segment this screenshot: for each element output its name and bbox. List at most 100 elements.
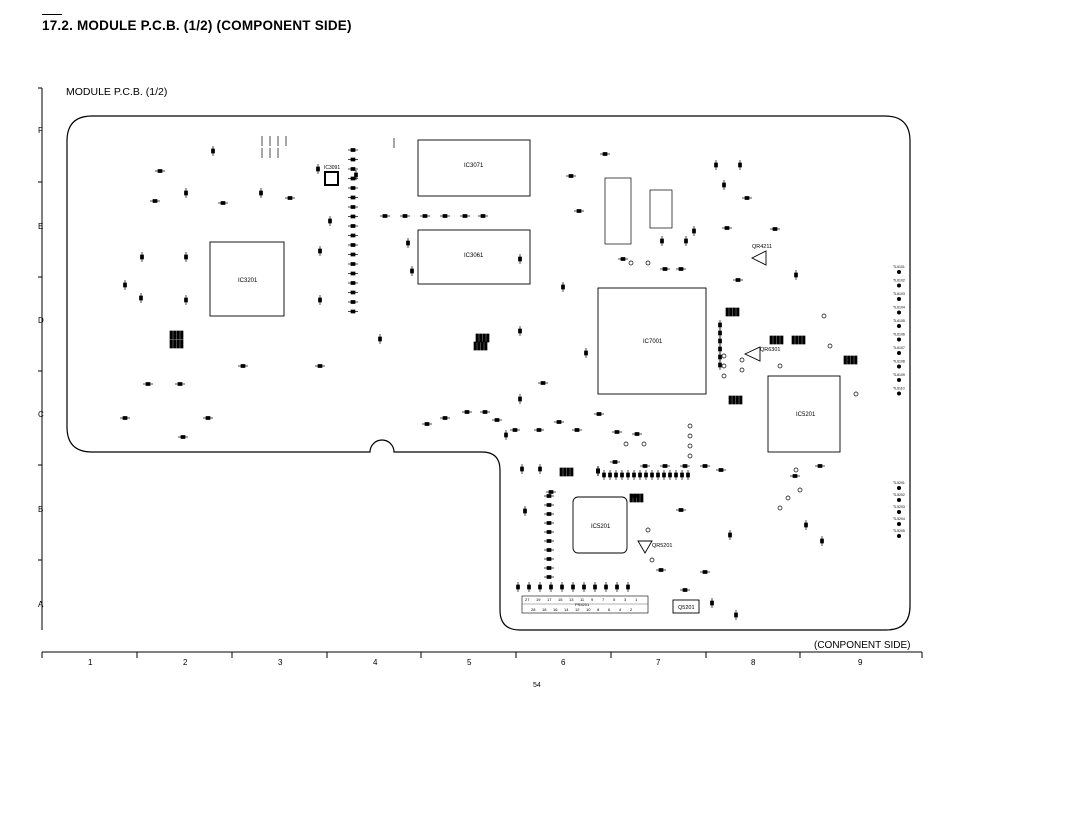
- resistor-array-pin: [636, 493, 640, 503]
- component-mark: [660, 238, 664, 244]
- component-block-6002: [649, 189, 673, 229]
- test-point-label: TL5201: [893, 481, 905, 485]
- ic3071-label: IC3071: [464, 163, 484, 169]
- component-mark: [205, 416, 211, 420]
- component-mark: [718, 468, 724, 472]
- component-mark: [442, 416, 448, 420]
- component-mark: [177, 382, 183, 386]
- component-mark: [318, 297, 322, 303]
- component-mark: [504, 432, 508, 438]
- component-mark: [702, 570, 708, 574]
- row-label-e: E: [38, 222, 44, 231]
- component-mark: [184, 297, 188, 303]
- ic3201-chip: [209, 241, 285, 317]
- connector-pin-label: 7: [602, 597, 605, 602]
- component-mark: [523, 508, 527, 514]
- component-mark: [549, 584, 553, 590]
- connector-label: PS5201: [575, 602, 590, 607]
- test-pad: [645, 260, 651, 266]
- test-point: [897, 364, 901, 369]
- component-mark: [482, 410, 488, 414]
- component-side-label: (CONPONENT SIDE): [814, 640, 911, 651]
- test-point-label: TL6105: [893, 319, 905, 323]
- qr4211-label: QR4211: [752, 244, 772, 250]
- component-mark: [682, 588, 688, 592]
- test-pad: [687, 423, 693, 429]
- component-mark: [546, 557, 552, 561]
- resistor-array-pin: [559, 467, 563, 477]
- component-mark: [350, 252, 356, 257]
- component-mark: [728, 532, 732, 538]
- component-mark: [518, 256, 522, 262]
- resistor-array-pin: [475, 333, 479, 343]
- resistor-array-pin: [791, 335, 795, 345]
- ic5201-chip: [572, 496, 628, 554]
- resistor-array-pin: [843, 355, 847, 365]
- component-mark: [350, 167, 356, 171]
- test-point: [897, 486, 901, 490]
- resistor-array-pin: [725, 307, 729, 317]
- connector-pin-label: 15: [558, 597, 563, 602]
- component-mark: [686, 472, 690, 478]
- component-mark: [692, 228, 696, 234]
- resistor-array-pin: [728, 395, 732, 405]
- component-mark: [350, 195, 356, 200]
- component-mark: [540, 381, 546, 385]
- component-mark: [350, 243, 356, 247]
- test-pad: [641, 441, 647, 447]
- component-mark: [140, 254, 144, 260]
- component-mark: [350, 148, 356, 152]
- component-mark: [718, 362, 722, 368]
- test-point-label: TL6109: [893, 373, 905, 377]
- resistor-array-pin: [180, 330, 184, 340]
- qr5201-label: QR5201: [652, 543, 673, 549]
- resistor-array-pin: [773, 335, 777, 345]
- test-point-label: TL6108: [893, 360, 905, 364]
- component-mark: [536, 428, 542, 432]
- component-mark: [350, 271, 356, 276]
- col-label-6: 6: [561, 658, 566, 667]
- resistor-array-pin: [798, 335, 802, 345]
- connector-pin-label: 12: [575, 607, 580, 612]
- component-mark: [350, 186, 356, 190]
- component-mark: [620, 257, 626, 261]
- component-mark: [593, 584, 597, 590]
- test-point-label: TL6106: [893, 333, 905, 337]
- page-title: 17.2. MODULE P.C.B. (1/2) (COMPONENT SID…: [42, 18, 352, 33]
- test-pad: [853, 391, 859, 397]
- test-point-label: TL6110: [893, 387, 905, 391]
- connector-ps5201: [521, 595, 649, 614]
- test-point-label: TL6107: [893, 346, 905, 350]
- component-mark: [139, 295, 143, 301]
- component-mark: [576, 209, 582, 213]
- connector-pin-label: 10: [586, 607, 591, 612]
- ic6201-label: IC5201: [796, 412, 816, 418]
- component-mark: [772, 227, 778, 231]
- test-point: [897, 324, 901, 328]
- component-mark: [735, 278, 741, 282]
- component-mark: [718, 322, 722, 328]
- component-mark: [354, 172, 358, 178]
- component-mark: [538, 466, 542, 472]
- col-label-9: 9: [858, 658, 863, 667]
- component-mark: [718, 354, 722, 360]
- component-mark: [350, 205, 356, 209]
- test-pad: [623, 441, 629, 447]
- component-block-6001: [604, 177, 632, 245]
- component-mark: [382, 214, 388, 218]
- test-point: [897, 498, 901, 502]
- component-mark: [180, 435, 186, 439]
- connector-pin-label: 19: [536, 597, 541, 602]
- component-mark: [546, 575, 552, 579]
- component-mark: [123, 282, 127, 288]
- resistor-array-pin: [739, 395, 743, 405]
- component-mark: [656, 472, 660, 478]
- resistor-array-pin: [482, 333, 486, 343]
- test-pad: [797, 487, 803, 493]
- component-mark: [350, 157, 356, 162]
- test-point: [897, 510, 901, 514]
- component-mark: [684, 238, 688, 244]
- component-mark: [152, 199, 158, 203]
